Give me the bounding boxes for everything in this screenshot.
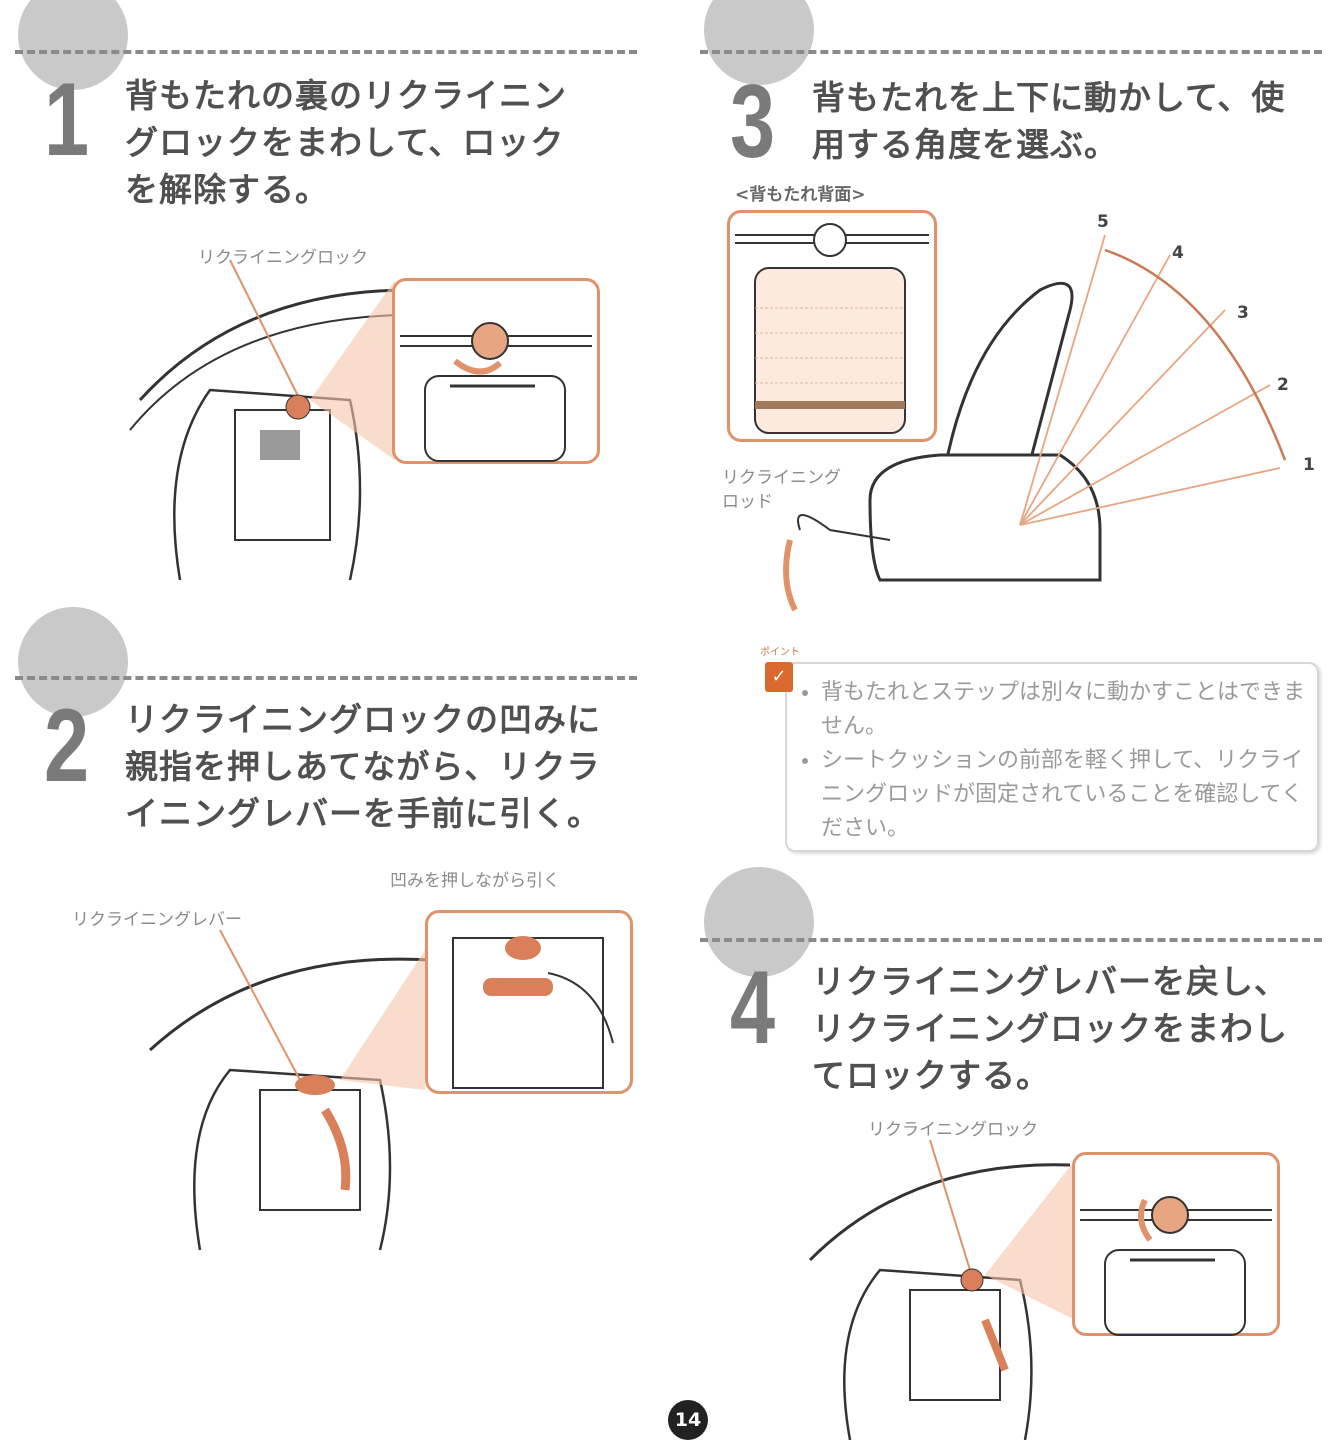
- step-4-heading: リクライニングレバーを戻し、 リクライニングロックをまわし てロックする。: [812, 958, 1288, 1099]
- heading-line: 用する角度を選ぶ。: [812, 125, 1118, 164]
- note-item: 背もたれとステップは別々に動かすことはできません。: [821, 676, 1317, 744]
- heading-line: 親指を押しあてながら、リクラ: [125, 747, 601, 786]
- step-3-inset-title: <背もたれ背面>: [735, 185, 866, 205]
- heading-line: グロックをまわして、ロック: [125, 123, 565, 162]
- step-1-number: 1: [44, 62, 90, 178]
- step-2-divider: [15, 676, 637, 680]
- step-2-marker-circle: [18, 607, 128, 717]
- step-1-detail-inset: [392, 278, 600, 464]
- step-1-heading: 背もたれの裏のリクライニン グロックをまわして、ロック を解除する。: [125, 72, 567, 213]
- heading-line: 背もたれを上下に動かして、使: [812, 78, 1286, 117]
- step-4-illustration: [808, 1139, 1075, 1440]
- angle-label-1: 1: [1303, 455, 1315, 475]
- step-4-detail-inset: [1072, 1152, 1280, 1336]
- step-4-divider: [700, 938, 1322, 942]
- angle-label-3: 3: [1237, 303, 1249, 323]
- lever-detail: [452, 936, 614, 1089]
- page-number: 14: [668, 1400, 708, 1440]
- step-1-illustration: [129, 259, 411, 581]
- step-2-number: 2: [44, 688, 90, 804]
- heading-line: イニングレバーを手前に引く。: [125, 794, 601, 833]
- step-3-number: 3: [730, 64, 776, 180]
- step-3-callout-recline-rod: リクライニング ロッド: [722, 466, 841, 514]
- heading-line: リクライニングレバーを戻し、: [812, 962, 1288, 1001]
- step-3-detail-inset: [727, 210, 937, 442]
- step-3-marker-circle: [704, 0, 814, 85]
- callout-line: リクライニング: [722, 468, 841, 488]
- step-1-divider: [15, 50, 637, 54]
- note-item: シートクッションの前部を軽く押して、リクライニングロッドが固定されていることを確…: [821, 744, 1317, 846]
- step-2-illustration: [148, 929, 431, 1251]
- callout-line: ロッド: [722, 492, 773, 512]
- step-3-divider: [700, 50, 1322, 54]
- heading-line: リクライニングロックの凹みに: [125, 700, 601, 739]
- heading-line: 背もたれの裏のリクライニン: [125, 76, 567, 115]
- note-box: 背もたれとステップは別々に動かすことはできません。 シートクッションの前部を軽く…: [785, 662, 1319, 852]
- step-2-callout-recline-lever: リクライニングレバー: [72, 910, 242, 930]
- recline-rod-detail: [735, 223, 929, 434]
- step-3-heading: 背もたれを上下に動かして、使 用する角度を選ぶ。: [812, 74, 1285, 168]
- step-3-illustration: [783, 234, 1287, 612]
- step-2-heading: リクライニングロックの凹みに 親指を押しあてながら、リクラ イニングレバーを手前…: [125, 696, 601, 837]
- angle-label-2: 2: [1277, 375, 1289, 395]
- heading-line: てロックする。: [812, 1056, 1050, 1095]
- step-1-marker-circle: [18, 0, 128, 90]
- point-icon: ✓: [765, 662, 793, 692]
- angle-label-5: 5: [1097, 212, 1109, 232]
- heading-line: リクライニングロックをまわし: [812, 1009, 1288, 1048]
- angle-label-4: 4: [1172, 243, 1184, 263]
- step-2-detail-inset: [425, 910, 633, 1094]
- step-1-callout-recline-lock: リクライニングロック: [198, 248, 368, 268]
- step-4-marker-circle: [704, 867, 814, 977]
- step-2-callout-press-pull: 凹みを押しながら引く: [390, 871, 560, 891]
- heading-line: を解除する。: [125, 170, 329, 209]
- note-label: ポイント: [760, 647, 800, 658]
- step-4-callout-recline-lock: リクライニングロック: [868, 1120, 1038, 1140]
- lock-detail: [1080, 1196, 1272, 1336]
- recline-lock-detail: [400, 322, 592, 462]
- step-4-number: 4: [730, 950, 776, 1066]
